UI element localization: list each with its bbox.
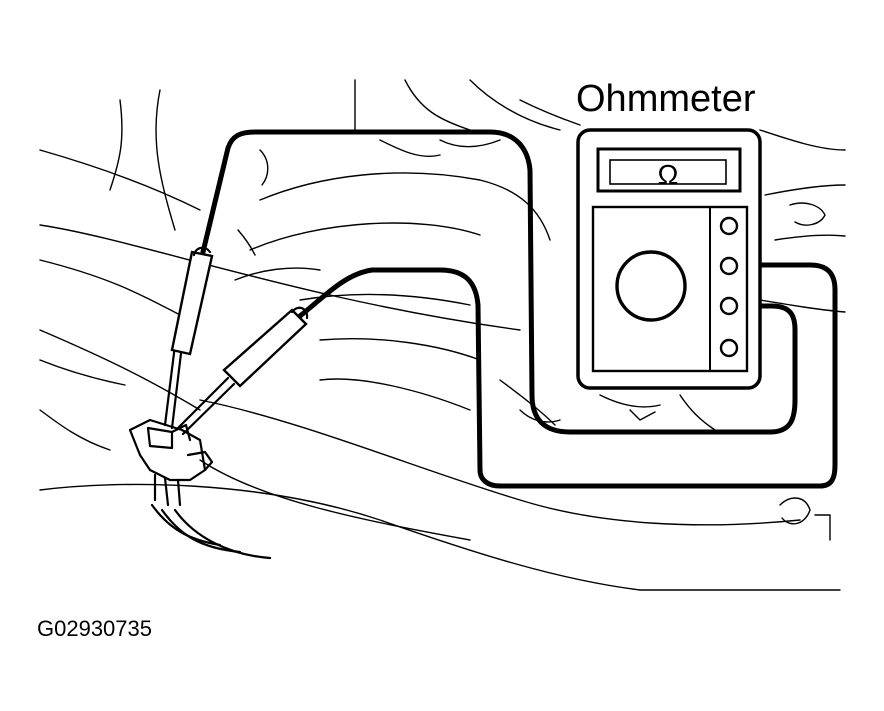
test-leads bbox=[200, 129, 838, 489]
terminal-jack-3 bbox=[719, 296, 739, 316]
probe-upper bbox=[163, 246, 214, 430]
terminal-jack-1 bbox=[719, 216, 739, 236]
engine-background-lineart bbox=[39, 79, 846, 591]
probe-lower bbox=[176, 306, 309, 436]
dial-knob bbox=[615, 250, 687, 322]
sensor-connector bbox=[128, 418, 272, 560]
figure-code: G02930735 bbox=[37, 616, 152, 641]
terminal-jack-2 bbox=[719, 256, 739, 276]
ohmmeter-label: Ohmmeter bbox=[576, 78, 756, 120]
ohm-symbol: Ω bbox=[658, 159, 679, 190]
terminal-jack-4 bbox=[719, 338, 739, 358]
ohmmeter: Ω bbox=[576, 128, 762, 390]
